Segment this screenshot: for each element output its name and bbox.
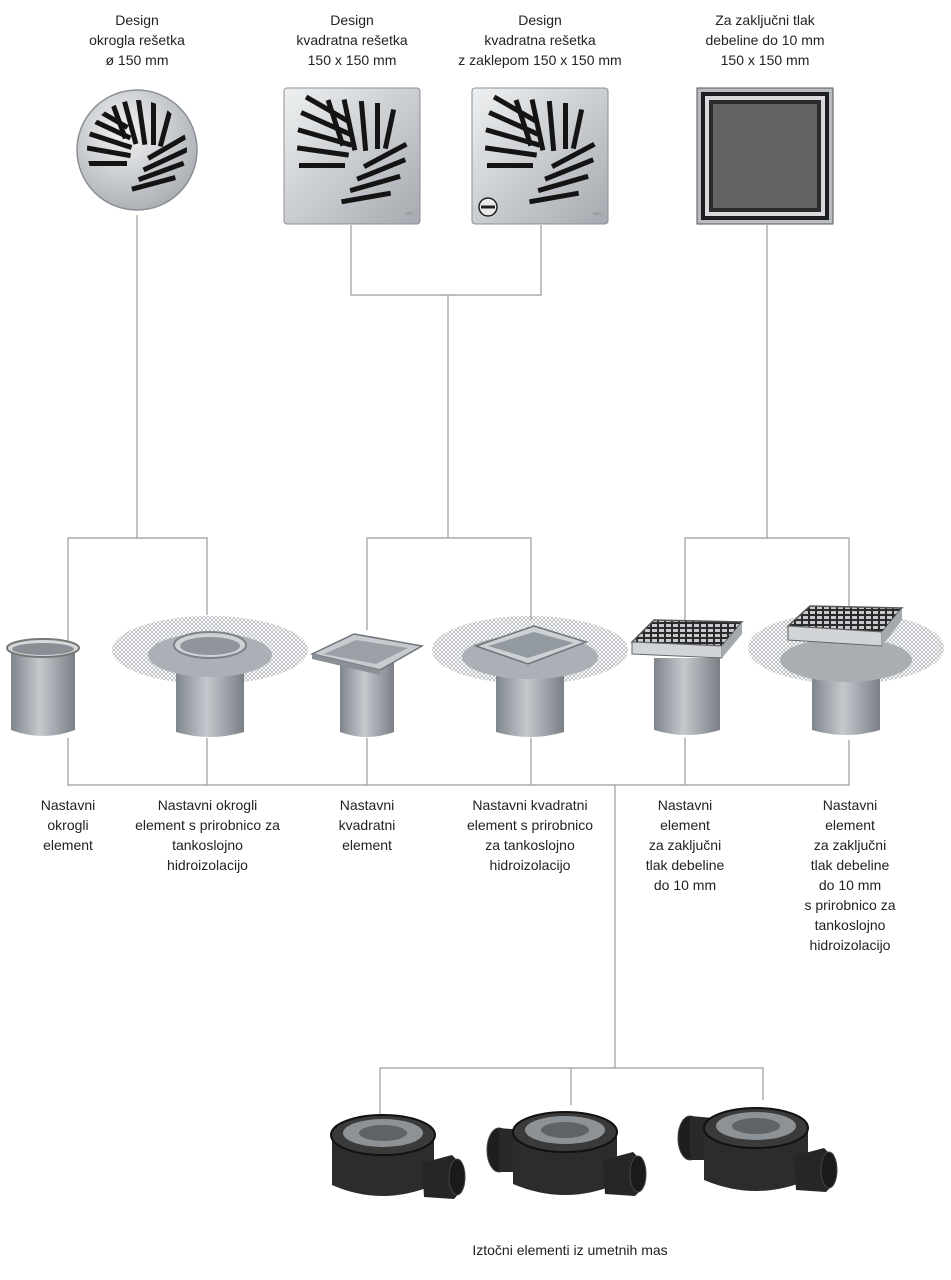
round-plain-element-image xyxy=(6,638,80,736)
label-line: Nastavni xyxy=(657,797,713,813)
square-plain-element-label: Nastavni kvadratni element xyxy=(317,795,417,855)
connector-line xyxy=(67,537,208,650)
svg-text:aco: aco xyxy=(593,211,601,217)
square-plain-element-image xyxy=(310,633,425,737)
square-grate-label: Design kvadratna rešetka 150 x 150 mm xyxy=(272,10,432,70)
label-line: Nastavni xyxy=(40,797,96,813)
tile-plain-element-image xyxy=(630,619,744,735)
tile-grate-image xyxy=(696,87,834,225)
round-plain-element-label: Nastavni okrogli element xyxy=(18,795,118,855)
label-line: za zaključni xyxy=(648,837,722,853)
label-line: element s prirobnico za xyxy=(135,817,280,833)
label-line: hidroizolacijo xyxy=(167,857,248,873)
connector-line xyxy=(684,537,850,625)
label-line: okrogla rešetka xyxy=(89,32,185,48)
label-line: tlak debeline xyxy=(810,857,890,873)
outlet-image-1 xyxy=(330,1114,466,1199)
label-line: debeline do 10 mm xyxy=(705,32,825,48)
label-line: kvadratni xyxy=(338,817,396,833)
svg-text:aco: aco xyxy=(405,211,413,217)
connector-line xyxy=(350,225,542,296)
label-line: za zaključni xyxy=(813,837,887,853)
label-line: 150 x 150 mm xyxy=(720,52,810,68)
tile-grate-label: Za zaključni tlak debeline do 10 mm 150 … xyxy=(680,10,850,70)
square-flange-element-label: Nastavni kvadratni element s prirobnico … xyxy=(450,795,610,875)
label-line: do 10 mm xyxy=(818,877,882,893)
round-flange-element-label: Nastavni okrogli element s prirobnico za… xyxy=(120,795,295,875)
label-line: Design xyxy=(518,12,562,28)
label-line: Nastavni xyxy=(339,797,395,813)
label-line: kvadratna rešetka xyxy=(484,32,596,48)
tile-plain-element-label: Nastavni element za zaključni tlak debel… xyxy=(635,795,735,895)
square-grate-image: aco xyxy=(283,87,421,225)
label-line: tankoslojno xyxy=(814,917,886,933)
label-line: Za zaključni tlak xyxy=(715,12,815,28)
label-line: element xyxy=(660,817,710,833)
label-line: tankoslojno xyxy=(172,837,243,853)
label-line: Design xyxy=(330,12,374,28)
label-line: do 10 mm xyxy=(653,877,717,893)
caption-text: Iztočni elementi iz umetnih mas xyxy=(472,1242,668,1258)
label-line: okrogli xyxy=(47,817,89,833)
label-line: element xyxy=(342,837,392,853)
round-grate-image xyxy=(76,89,198,211)
connector-line xyxy=(366,537,532,630)
label-line: hidroizolacijo xyxy=(809,937,891,953)
square-lock-grate-image: aco xyxy=(471,87,609,225)
label-line: s prirobnico za xyxy=(804,897,896,913)
round-grate-label: Design okrogla rešetka ø 150 mm xyxy=(67,10,207,70)
tile-flange-element-label: Nastavni element za zaključni tlak debel… xyxy=(785,795,915,955)
label-line: element xyxy=(825,817,875,833)
label-line: kvadratna rešetka xyxy=(296,32,408,48)
connector-line xyxy=(67,738,850,786)
label-line: za tankoslojno xyxy=(485,837,575,853)
square-flange-element-image xyxy=(432,616,628,737)
label-line: Design xyxy=(115,12,159,28)
label-line: Nastavni xyxy=(822,797,878,813)
outlet-image-3 xyxy=(677,1107,838,1192)
outlet-image-2 xyxy=(486,1111,647,1196)
label-line: Nastavni kvadratni xyxy=(472,797,588,813)
label-line: element s prirobnico xyxy=(466,817,594,833)
label-line: element xyxy=(43,837,93,853)
label-line: hidroizolacijo xyxy=(489,857,571,873)
label-line: Nastavni okrogli xyxy=(157,797,258,813)
label-line: z zaklepom 150 x 150 mm xyxy=(458,52,622,68)
round-flange-element-image xyxy=(112,616,308,737)
label-line: tlak debeline xyxy=(645,857,725,873)
label-line: 150 x 150 mm xyxy=(307,52,397,68)
tile-flange-element-image xyxy=(748,605,944,735)
label-line: ø 150 mm xyxy=(105,52,169,68)
square-lock-grate-label: Design kvadratna rešetka z zaklepom 150 … xyxy=(440,10,640,70)
outlets-caption: Iztočni elementi iz umetnih mas xyxy=(420,1240,720,1260)
